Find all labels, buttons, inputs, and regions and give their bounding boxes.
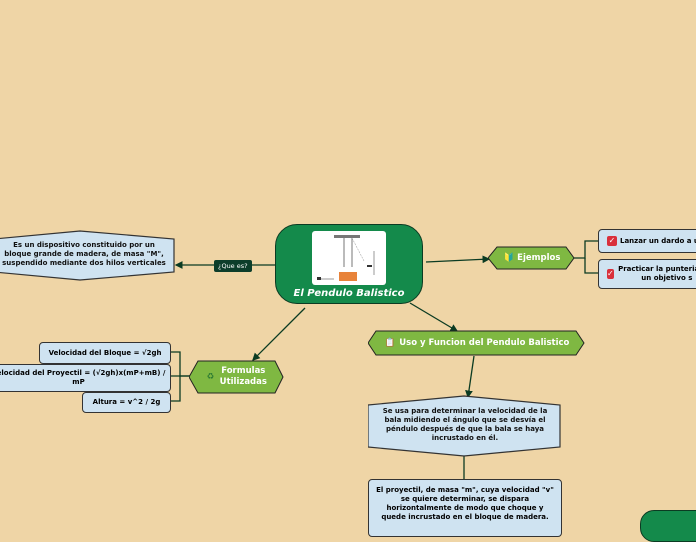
que-es-label[interactable]: ¿Que es?: [214, 260, 252, 272]
central-node[interactable]: El Pendulo Balistico: [275, 224, 423, 304]
uso-item-2[interactable]: El proyectil, de masa "m", cuya velocida…: [368, 479, 562, 537]
ejemplo-item-2[interactable]: ✓ Practicar la punteria con un objetivo …: [598, 259, 696, 289]
ejemplos-node[interactable]: 🔰 Ejemplos: [490, 247, 574, 269]
ejemplo-item-1-label: Lanzar un dardo a un: [620, 236, 696, 245]
formula-item-3[interactable]: Altura = v^2 / 2g: [82, 392, 171, 413]
partial-node[interactable]: [640, 510, 696, 542]
central-title: El Pendulo Balistico: [293, 288, 405, 299]
formulas-node[interactable]: ♻ Formulas Utilizadas: [196, 362, 280, 392]
ejemplos-label: Ejemplos: [517, 252, 561, 263]
uso-item-2-label: El proyectil, de masa "m", cuya velocida…: [376, 486, 554, 521]
checkbox-icon: ✓: [607, 236, 617, 246]
uso-item-1-shape: [368, 395, 561, 457]
formula-item-2[interactable]: Velocidad del Proyectil = (√2gh)x(mP+mB)…: [0, 364, 171, 392]
ejemplo-item-1[interactable]: ✓ Lanzar un dardo a un: [598, 229, 696, 253]
clipboard-icon: 📋: [384, 337, 396, 348]
definition-text[interactable]: Es un dispositivo constituido por un blo…: [2, 241, 166, 267]
seedling-icon: 🔰: [503, 252, 515, 263]
checkbox-icon: ✓: [607, 269, 614, 279]
ejemplos-shape: [488, 246, 575, 270]
formulas-label: Formulas Utilizadas: [219, 366, 267, 387]
formula-item-1[interactable]: Velocidad del Bloque = √2gh: [39, 342, 171, 364]
uso-label: Uso y Funcion del Pendulo Balistico: [399, 337, 570, 348]
uso-node[interactable]: 📋 Uso y Funcion del Pendulo Balistico: [372, 331, 582, 355]
definition-shape: [0, 230, 175, 281]
connector-lines: [169, 240, 598, 481]
ejemplo-item-2-label: Practicar la punteria con un objetivo s: [618, 265, 696, 282]
recycle-icon: ♻: [206, 371, 215, 382]
formulas-shape: [189, 360, 284, 394]
uso-item-1[interactable]: Se usa para determinar la velocidad de l…: [382, 407, 548, 442]
pendulum-illustration: [312, 231, 386, 285]
uso-shape: [368, 330, 585, 356]
